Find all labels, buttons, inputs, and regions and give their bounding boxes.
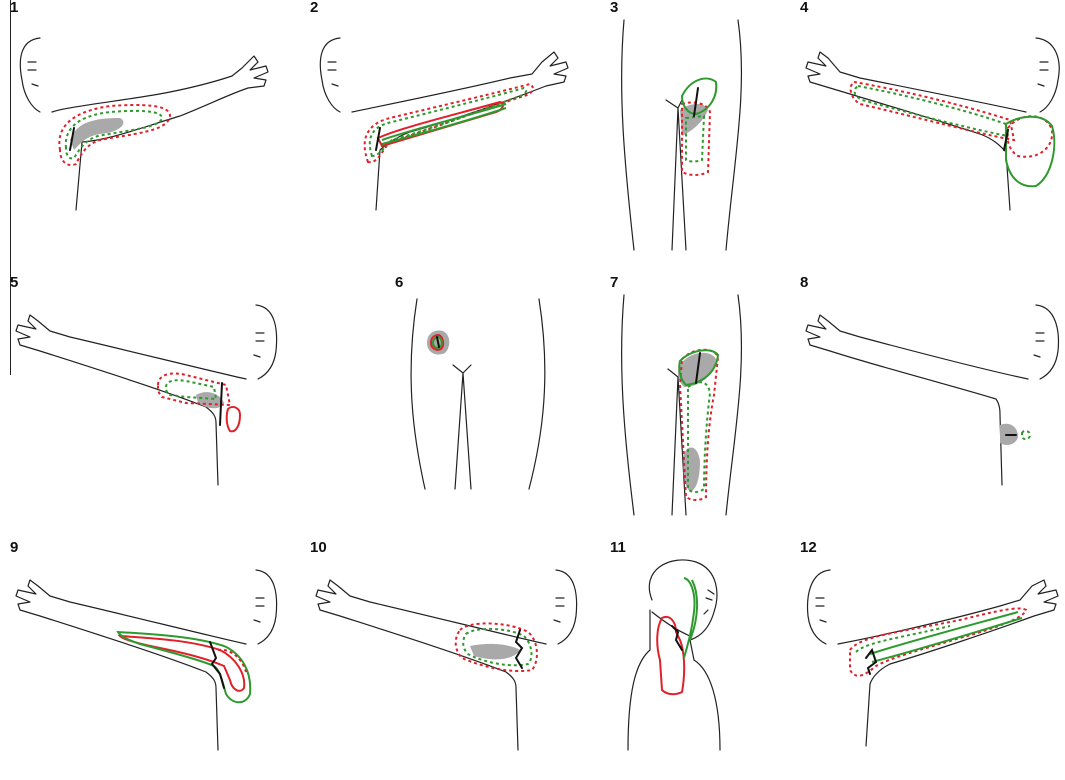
arm-diagram <box>10 275 270 515</box>
panel-1: 1 <box>10 0 270 240</box>
arm-diagram <box>10 540 270 780</box>
arm-diagram <box>310 540 570 780</box>
arm-diagram <box>10 0 270 240</box>
panel-2: 2 <box>310 0 570 240</box>
arm-diagram <box>800 540 1060 780</box>
arm-diagram <box>800 0 1060 240</box>
panel-10: 10 <box>310 540 570 780</box>
panel-4: 4 <box>800 0 1060 240</box>
panel-8: 8 <box>800 275 1060 515</box>
panel-9: 9 <box>10 540 270 780</box>
panel-12: 12 <box>800 540 1060 780</box>
arm-diagram <box>800 275 1060 515</box>
arm-diagram <box>310 0 570 240</box>
panel-5: 5 <box>10 275 270 515</box>
